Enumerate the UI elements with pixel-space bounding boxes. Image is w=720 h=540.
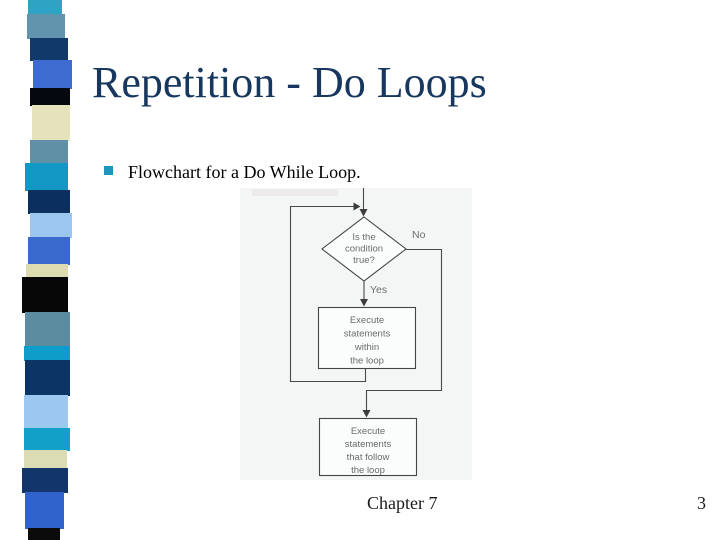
follow-box-line3: that follow (347, 452, 390, 463)
decor-strip-segment (24, 450, 67, 469)
flow-line-loop-back (289, 205, 367, 383)
page-number: 3 (697, 493, 706, 513)
follow-box-line4: the loop (351, 465, 385, 476)
arrowhead-into-within-box (360, 299, 368, 307)
flow-line-no-branch (365, 248, 443, 411)
decor-strip-segment (27, 14, 65, 39)
follow-box-line1: Execute (351, 426, 385, 437)
arrowhead-loop-join (353, 202, 361, 211)
decor-strip-segment (28, 190, 70, 214)
decor-strip-segment (22, 468, 68, 493)
decor-strip-segment (30, 38, 68, 61)
decor-strip-segment (33, 60, 72, 89)
arrowhead-into-decision (359, 209, 368, 217)
within-box-line2: statements (344, 329, 391, 340)
decor-strip-segment (30, 140, 68, 164)
flowchart-scan-image: Is the condition true? No Yes Execute st… (240, 188, 472, 480)
arrowhead-into-follow-box (362, 410, 371, 418)
decor-strip-segment (24, 428, 70, 451)
page-title: Repetition - Do Loops (92, 58, 487, 107)
scan-artifact (252, 189, 338, 196)
process-box-follow-loop (318, 417, 418, 477)
decor-strip-segment (28, 237, 70, 265)
decor-strip-segment (25, 312, 70, 347)
decor-strip (0, 0, 95, 540)
do-while-flowchart: Is the condition true? No Yes Execute st… (252, 188, 443, 477)
follow-box-line2: statements (345, 439, 392, 450)
bullet-text: Flowchart for a Do While Loop. (128, 162, 361, 182)
yes-branch-label: Yes (370, 284, 387, 296)
decor-strip-segment (28, 0, 62, 15)
decor-strip-segment (25, 360, 70, 396)
decor-strip-segment (32, 105, 70, 141)
bullet-square-icon (104, 166, 113, 175)
process-box-within-loop (317, 306, 417, 370)
decision-text-line1: Is the (352, 232, 375, 243)
decision-text-line2: condition (345, 244, 383, 255)
decor-strip-segment (28, 528, 60, 540)
decor-strip-segment (25, 492, 64, 529)
within-box-line4: the loop (350, 356, 384, 367)
decor-strip-segment (30, 88, 70, 106)
no-branch-label: No (412, 229, 426, 241)
decor-strip-segment (30, 213, 72, 238)
within-box-line1: Execute (350, 315, 384, 326)
decor-strip-segment (26, 264, 68, 278)
decor-strip-segment (24, 395, 68, 429)
within-box-line3: within (354, 342, 379, 353)
decor-strip-segment (25, 163, 68, 191)
decor-strip-segment (24, 346, 70, 361)
decision-text-line3: true? (353, 255, 375, 266)
chapter-footer: Chapter 7 (367, 493, 438, 513)
decor-strip-segment (22, 277, 68, 313)
